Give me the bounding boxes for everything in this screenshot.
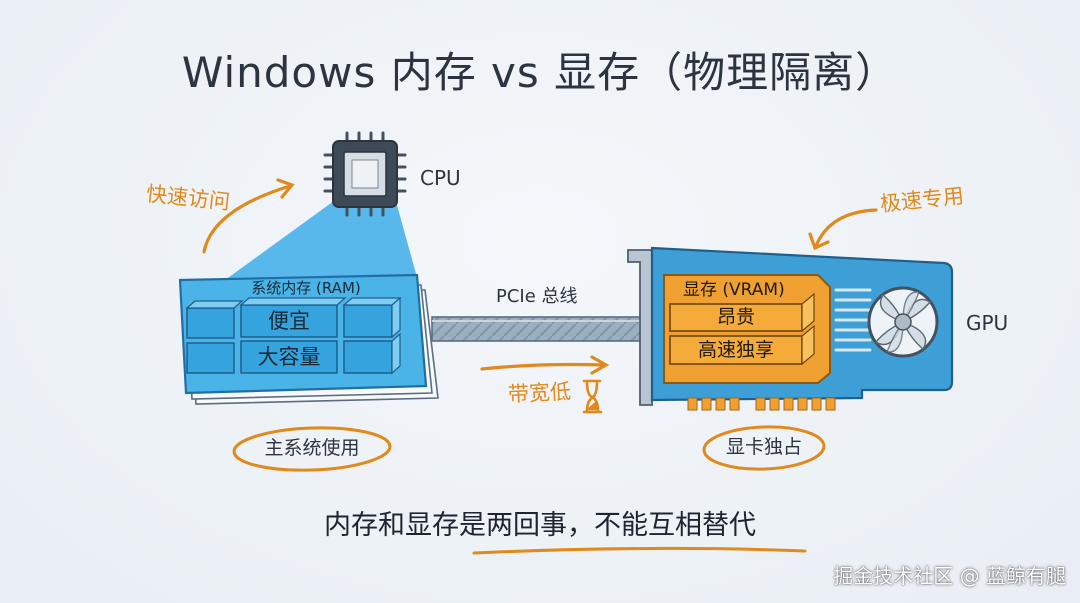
pcie-bus [431, 316, 663, 342]
fan-icon [867, 286, 939, 358]
ram-row-cheap: 便宜 [268, 309, 310, 333]
bus-bandwidth-note: 带宽低 [507, 379, 572, 407]
cpu-chip-icon [323, 131, 407, 217]
conclusion-text: 内存和显存是两回事，不能互相替代 [324, 510, 756, 541]
ram-row-capacity: 大容量 [257, 345, 321, 369]
hourglass-icon [582, 379, 603, 414]
vram-title: 显存 (VRAM) [683, 280, 785, 300]
gpu-card [627, 246, 954, 411]
bus-flow-arrow [480, 355, 610, 375]
gpu-label: GPU [966, 311, 1009, 335]
gpu-access-arrow [808, 208, 878, 251]
ram-title: 系统内存 (RAM) [251, 279, 361, 297]
ram-board [178, 273, 439, 405]
ram-usage-label: 主系统使用 [264, 437, 360, 459]
gpu-oval [702, 425, 826, 471]
gpu-usage-label: 显卡独占 [725, 436, 802, 458]
vram-row-expensive: 昂贵 [716, 306, 755, 328]
conclusion-underline [472, 546, 807, 555]
pcie-bus-label: PCIe 总线 [496, 286, 578, 307]
page-title: Windows 内存 vs 显存（物理隔离） [181, 48, 899, 97]
ram-oval [232, 426, 392, 472]
cpu-access-arrow [202, 178, 295, 254]
vram-row-dedicated: 高速独享 [697, 339, 774, 361]
watermark: 掘金技术社区 @ 蓝鲸有腿 [833, 564, 1066, 588]
cpu-label: CPU [420, 166, 461, 190]
cpu-beam [214, 198, 420, 288]
